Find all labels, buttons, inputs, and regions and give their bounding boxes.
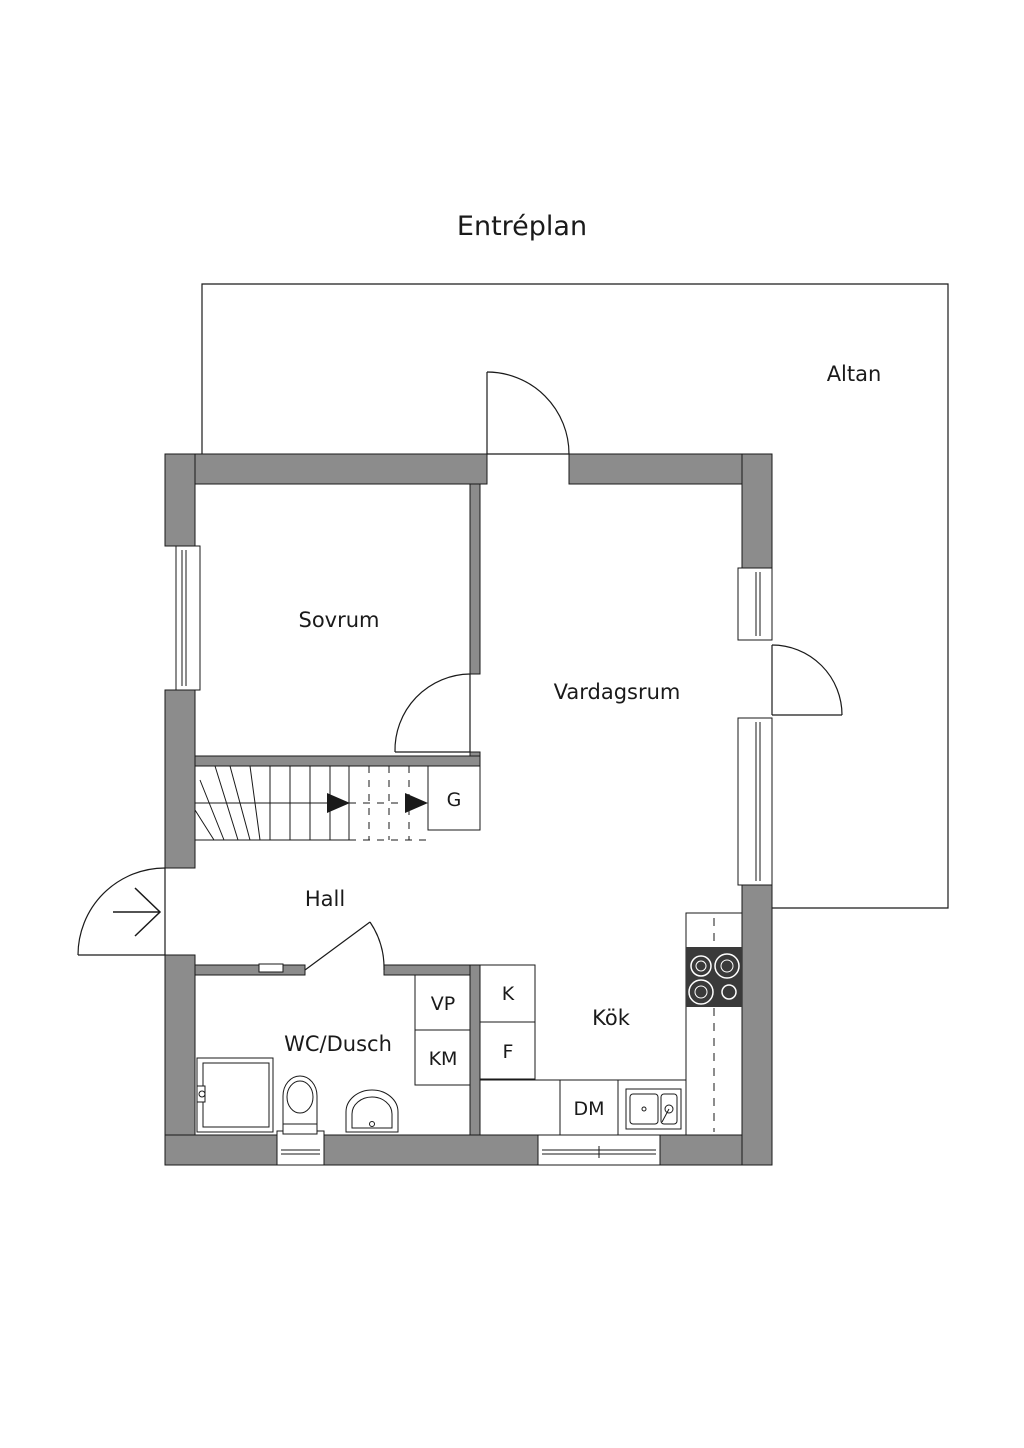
terrace-outline — [201, 283, 949, 909]
room-label-vardagsrum: Vardagsrum — [554, 680, 681, 704]
door-terrace-top — [486, 371, 570, 455]
room-label-hall: Hall — [305, 887, 345, 911]
walls — [164, 453, 773, 1166]
sink-icon — [345, 1089, 399, 1133]
km-label: KM — [429, 1048, 458, 1070]
entrance-arrow-icon — [113, 887, 162, 937]
door-bedroom — [394, 673, 471, 753]
room-label-kok: Kök — [592, 1006, 631, 1030]
doors — [77, 371, 843, 971]
sink-double-icon — [625, 1088, 682, 1130]
window-right-lower — [737, 717, 773, 886]
vp-label: VP — [431, 993, 455, 1015]
toilet-icon — [282, 1075, 318, 1135]
wc-vent — [258, 963, 284, 973]
stair-arrow-icon — [327, 793, 428, 813]
window-bottom-kitchen — [537, 1130, 661, 1166]
room-label-altan: Altan — [827, 362, 882, 386]
staircase — [194, 765, 428, 841]
closet: G — [427, 765, 481, 831]
closet-label: G — [447, 789, 462, 811]
fridge-label: K — [502, 983, 515, 1005]
wc-fixtures — [196, 974, 471, 1135]
stove-icon — [686, 947, 742, 1007]
door-entrance — [77, 867, 166, 956]
room-label-wc-dusch: WC/Dusch — [284, 1032, 392, 1056]
freezer-label: F — [503, 1041, 514, 1063]
room-label-sovrum: Sovrum — [298, 608, 379, 632]
dishwasher-label: DM — [573, 1098, 604, 1120]
door-wc — [304, 921, 385, 971]
door-terrace-right — [771, 644, 843, 716]
window-right-upper — [737, 567, 773, 641]
shower — [196, 1057, 274, 1133]
window-left — [175, 545, 201, 691]
plan-title: Entréplan — [457, 211, 587, 242]
window-bottom-wc — [276, 1130, 325, 1166]
